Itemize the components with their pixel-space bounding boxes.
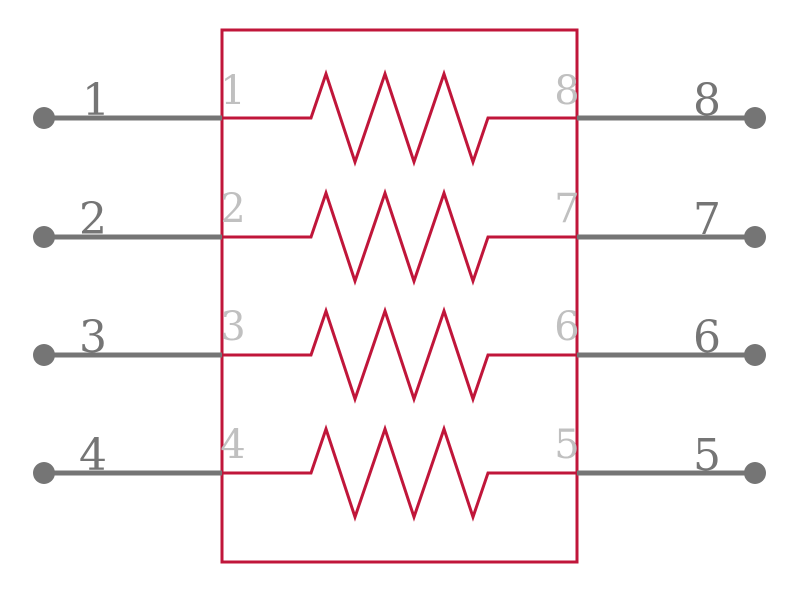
- left-pin-3-terminal[interactable]: [33, 344, 55, 366]
- right-pin-5-inner-number: 5: [554, 422, 579, 468]
- left-pin-1-inner-number: 1: [220, 68, 245, 114]
- right-pin-6-terminal[interactable]: [744, 344, 766, 366]
- left-pin-2-terminal[interactable]: [33, 226, 55, 248]
- component-body: [220, 28, 579, 564]
- right-pin-5-terminal[interactable]: [744, 462, 766, 484]
- resistor-row-3: 3 3 6 6: [33, 304, 766, 404]
- left-pin-1-number: 1: [82, 75, 110, 126]
- left-pin-4-number: 4: [79, 430, 107, 481]
- resistor-3: [222, 306, 577, 404]
- right-pin-8-inner-number: 8: [554, 68, 579, 114]
- left-pin-3-number: 3: [79, 312, 107, 363]
- left-pin-1-terminal[interactable]: [33, 107, 55, 129]
- right-pin-7-number: 7: [693, 194, 721, 245]
- resistor-2: [222, 188, 577, 286]
- right-pin-8-terminal[interactable]: [744, 107, 766, 129]
- right-pin-8-number: 8: [693, 75, 721, 126]
- resistor-row-4: 4 4 5 5: [33, 422, 766, 522]
- left-pin-2-inner-number: 2: [220, 186, 245, 232]
- resistor-row-1: 1 1 8 8: [33, 68, 766, 167]
- left-pin-2-number: 2: [79, 194, 107, 245]
- left-pin-3-inner-number: 3: [220, 304, 245, 350]
- right-pin-7-inner-number: 7: [554, 186, 579, 232]
- resistor-row-2: 2 2 7 7: [33, 186, 766, 286]
- resistor-4: [222, 424, 577, 522]
- right-pin-6-number: 6: [693, 312, 721, 363]
- left-pin-4-terminal[interactable]: [33, 462, 55, 484]
- right-pin-6-inner-number: 6: [554, 304, 579, 350]
- left-pin-4-inner-number: 4: [220, 422, 245, 468]
- right-pin-7-terminal[interactable]: [744, 226, 766, 248]
- right-pin-5-number: 5: [693, 430, 721, 481]
- resistor-1: [222, 69, 577, 167]
